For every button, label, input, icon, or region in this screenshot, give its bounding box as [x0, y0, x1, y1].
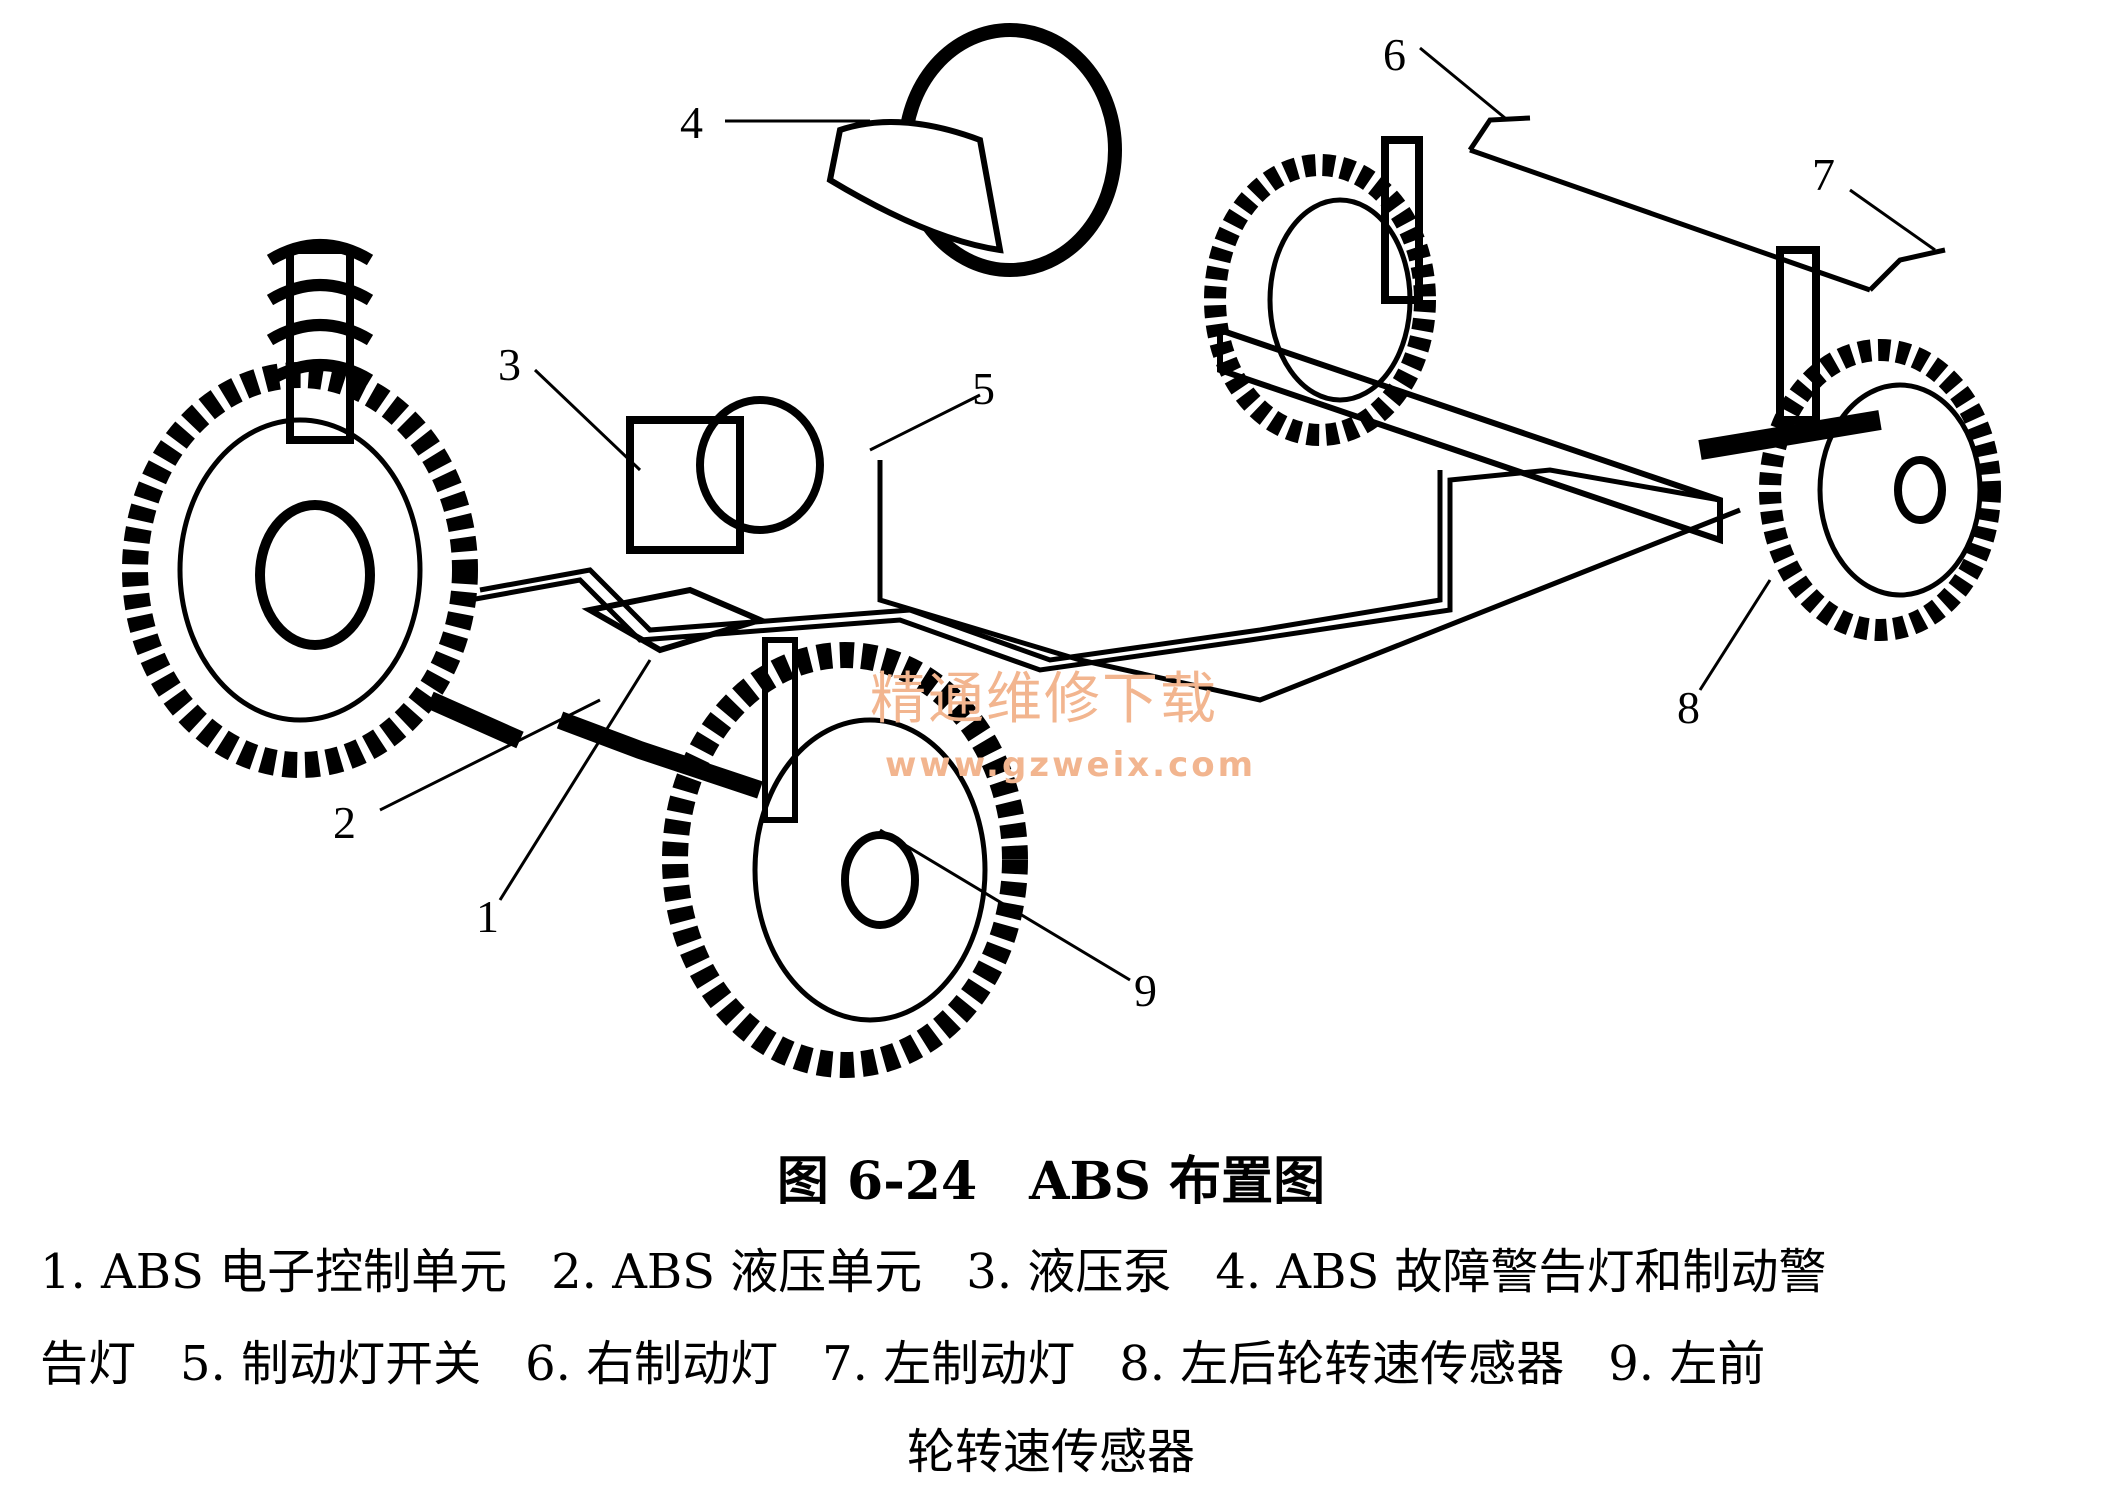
legend-item: 8. 左后轮转速传感器: [1119, 1336, 1565, 1392]
callout-leaders: [379, 46, 1936, 982]
callout-3: 3: [498, 339, 521, 390]
instrument-cluster-steering-wheel: [826, 23, 1122, 277]
rear-right-wheel: [1759, 246, 2001, 641]
rear-left-wheel: [1204, 136, 1436, 446]
legend-item: 告灯: [40, 1336, 137, 1392]
legend-item: 1. ABS 电子控制单元: [40, 1244, 508, 1300]
figure-caption: 图 6-24 ABS 布置图: [776, 1151, 1326, 1212]
front-left-wheel: [122, 239, 478, 778]
callout-5: 5: [972, 363, 995, 414]
watermark-url: www.gzweix.com: [885, 745, 1257, 785]
legend-line-3: 轮转速传感器: [0, 1428, 2102, 1476]
callout-1: 1: [476, 891, 499, 942]
callout-2: 2: [333, 797, 356, 848]
brake-lines: [469, 115, 1946, 703]
callout-8: 8: [1677, 682, 1700, 733]
legend-item: 4. ABS 故障警告灯和制动警: [1215, 1244, 1827, 1300]
legend-item: 轮转速传感器: [906, 1424, 1195, 1480]
legend-item: 7. 左制动灯: [822, 1336, 1076, 1392]
callout-9: 9: [1134, 965, 1157, 1016]
legend-item: 9. 左前: [1608, 1336, 1766, 1392]
abs-layout-illustration: [122, 23, 2001, 1078]
callout-6: 6: [1383, 29, 1406, 80]
legend-item: 3. 液压泵: [966, 1244, 1172, 1300]
watermark-text: 精通维修下载: [870, 667, 1218, 732]
callout-4: 4: [680, 97, 703, 148]
legend-item: 6. 右制动灯: [525, 1336, 779, 1392]
legend-item: 2. ABS 液压单元: [551, 1244, 923, 1300]
legend-item: 5. 制动灯开关: [180, 1336, 482, 1392]
rear-axle: [1217, 325, 1882, 545]
abs-hydraulic-unit: [426, 396, 824, 799]
front-right-wheel: [662, 637, 1028, 1078]
callout-7: 7: [1812, 149, 1835, 200]
